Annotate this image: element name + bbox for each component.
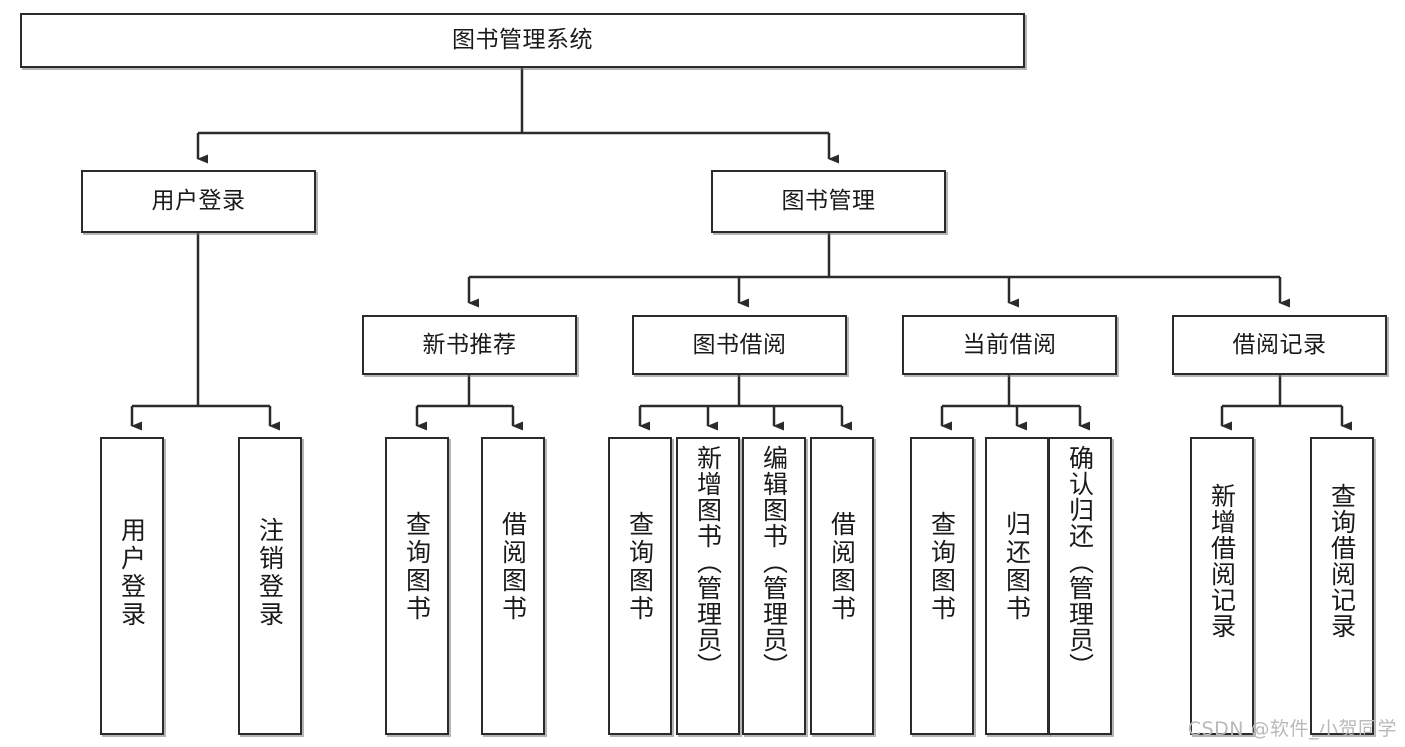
node-leaf-edit-book[interactable]: 编辑图书（管理员） xyxy=(742,437,806,735)
node-leaf-user-login-label: 用户登录 xyxy=(117,517,147,629)
node-leaf-user-login[interactable]: 用户登录 xyxy=(100,437,164,735)
node-borrow-record[interactable]: 借阅记录 xyxy=(1172,315,1387,375)
node-book-borrow-label: 图书借阅 xyxy=(692,331,787,358)
node-current-borrow[interactable]: 当前借阅 xyxy=(902,315,1117,375)
node-leaf-borrow-book-recommend[interactable]: 借阅图书 xyxy=(481,437,545,735)
node-leaf-add-book-label: 新增图书（管理员） xyxy=(693,445,723,679)
node-leaf-query-borrow-record[interactable]: 查询借阅记录 xyxy=(1310,437,1374,735)
node-new-book-recommend-label: 新书推荐 xyxy=(422,331,517,358)
node-leaf-borrow-book[interactable]: 借阅图书 xyxy=(810,437,874,735)
node-leaf-add-borrow-record-label: 新增借阅记录 xyxy=(1207,483,1237,639)
node-root-label: 图书管理系统 xyxy=(452,27,593,54)
node-leaf-return-book-label: 归还图书 xyxy=(1002,511,1032,623)
node-leaf-confirm-return-label: 确认归还（管理员） xyxy=(1065,445,1095,679)
node-root[interactable]: 图书管理系统 xyxy=(20,13,1025,68)
node-book-manage[interactable]: 图书管理 xyxy=(711,170,946,233)
node-current-borrow-label: 当前借阅 xyxy=(962,331,1057,358)
node-leaf-query-book-current-label: 查询图书 xyxy=(927,511,957,623)
node-leaf-borrow-book-label: 借阅图书 xyxy=(827,511,857,623)
node-leaf-add-book[interactable]: 新增图书（管理员） xyxy=(676,437,740,735)
node-leaf-borrow-book-recommend-label: 借阅图书 xyxy=(498,511,528,623)
node-user-login-label: 用户登录 xyxy=(151,188,246,215)
node-leaf-query-book-current[interactable]: 查询图书 xyxy=(910,437,974,735)
node-leaf-edit-book-label: 编辑图书（管理员） xyxy=(759,445,789,679)
csdn-watermark: CSDN @软件_小贺同学 xyxy=(1187,718,1397,740)
node-leaf-query-book-borrow[interactable]: 查询图书 xyxy=(608,437,672,735)
node-book-manage-label: 图书管理 xyxy=(781,188,876,215)
node-new-book-recommend[interactable]: 新书推荐 xyxy=(362,315,577,375)
node-borrow-record-label: 借阅记录 xyxy=(1232,331,1327,358)
node-leaf-return-book[interactable]: 归还图书 xyxy=(985,437,1049,735)
node-leaf-query-book-recommend[interactable]: 查询图书 xyxy=(385,437,449,735)
node-leaf-confirm-return[interactable]: 确认归还（管理员） xyxy=(1048,437,1112,735)
node-leaf-logout-label: 注销登录 xyxy=(255,517,285,629)
node-leaf-query-book-borrow-label: 查询图书 xyxy=(625,511,655,623)
node-book-borrow[interactable]: 图书借阅 xyxy=(632,315,847,375)
node-user-login[interactable]: 用户登录 xyxy=(81,170,316,233)
node-leaf-add-borrow-record[interactable]: 新增借阅记录 xyxy=(1190,437,1254,735)
node-leaf-query-borrow-record-label: 查询借阅记录 xyxy=(1327,483,1357,639)
node-leaf-logout[interactable]: 注销登录 xyxy=(238,437,302,735)
node-leaf-query-book-recommend-label: 查询图书 xyxy=(402,511,432,623)
